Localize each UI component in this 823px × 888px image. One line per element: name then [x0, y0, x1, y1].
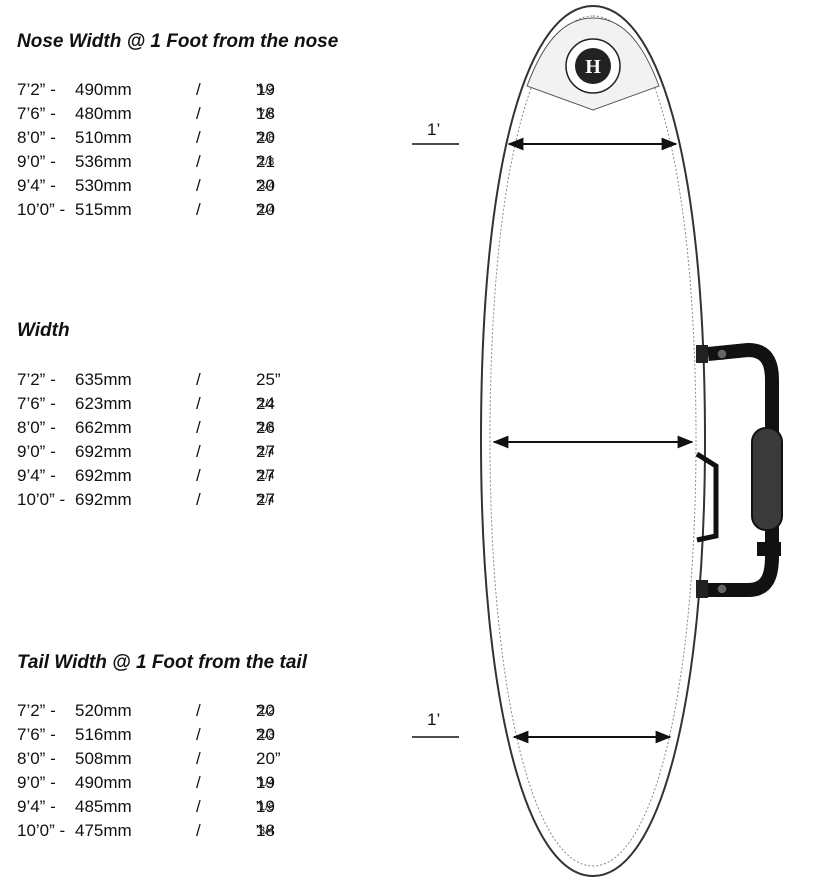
length: 9’4” - — [17, 466, 56, 485]
logo-badge-icon: H — [565, 38, 621, 94]
width-mm: 662mm — [75, 418, 132, 437]
width-mm: 485mm — [75, 797, 132, 816]
length: 7’2” - — [17, 701, 56, 720]
nose-marker-label: 1’ — [427, 120, 440, 139]
length: 9’4” - — [17, 176, 56, 195]
width-mm: 692mm — [75, 466, 132, 485]
length: 8’0” - — [17, 128, 56, 147]
width-mm: 536mm — [75, 152, 132, 171]
side-handle-icon — [695, 451, 719, 543]
separator: / — [196, 418, 201, 437]
strap-buckle-icon — [757, 542, 781, 556]
separator: / — [196, 490, 201, 509]
separator: / — [196, 176, 201, 195]
clip-icon — [696, 580, 728, 598]
length: 8’0” - — [17, 418, 56, 437]
width-mm: 475mm — [75, 821, 132, 840]
length: 9’0” - — [17, 773, 56, 792]
width-mm: 692mm — [75, 442, 132, 461]
separator: / — [196, 749, 201, 768]
svg-text:H: H — [585, 56, 601, 78]
width-mm: 635mm — [75, 370, 132, 389]
length: 9’0” - — [17, 152, 56, 171]
section-title-nose: Nose Width @ 1 Foot from the nose — [17, 31, 339, 52]
separator: / — [196, 394, 201, 413]
section-title-tail: Tail Width @ 1 Foot from the tail — [17, 652, 307, 673]
separator: / — [196, 370, 201, 389]
width-mm: 692mm — [75, 490, 132, 509]
width-mm: 530mm — [75, 176, 132, 195]
separator: / — [196, 773, 201, 792]
separator: / — [196, 466, 201, 485]
width-mm: 480mm — [75, 104, 132, 123]
length: 9’4” - — [17, 797, 56, 816]
length: 7’6” - — [17, 725, 56, 744]
separator: / — [196, 701, 201, 720]
length: 8’0” - — [17, 749, 56, 768]
separator: / — [196, 725, 201, 744]
table-row: 7’2” -635mm/25” — [17, 368, 397, 392]
separator: / — [196, 104, 201, 123]
length: 10’0” - — [17, 200, 66, 219]
separator: / — [196, 152, 201, 171]
length: 7’6” - — [17, 394, 56, 413]
separator: / — [196, 128, 201, 147]
width-mm: 516mm — [75, 725, 132, 744]
tail-marker-label: 1’ — [427, 710, 440, 729]
separator: / — [196, 797, 201, 816]
separator: / — [196, 442, 201, 461]
separator: / — [196, 821, 201, 840]
length: 7’2” - — [17, 80, 56, 99]
table-row: 8’0” -508mm/20” — [17, 747, 397, 771]
separator: / — [196, 200, 201, 219]
separator: / — [196, 80, 201, 99]
length: 10’0” - — [17, 821, 66, 840]
board-stitch-line — [489, 15, 697, 867]
clip-icon — [696, 345, 728, 363]
width-mm: 520mm — [75, 701, 132, 720]
length: 10’0” - — [17, 490, 66, 509]
length: 7’6” - — [17, 104, 56, 123]
shoulder-pad-icon — [751, 427, 783, 531]
width-mm: 515mm — [75, 200, 132, 219]
length: 7’2” - — [17, 370, 56, 389]
width-mm: 510mm — [75, 128, 132, 147]
width-mm: 508mm — [75, 749, 132, 768]
width-mm: 623mm — [75, 394, 132, 413]
section-title-width: Width — [17, 320, 70, 341]
length: 9’0” - — [17, 442, 56, 461]
width-mm: 490mm — [75, 80, 132, 99]
width-mm: 490mm — [75, 773, 132, 792]
